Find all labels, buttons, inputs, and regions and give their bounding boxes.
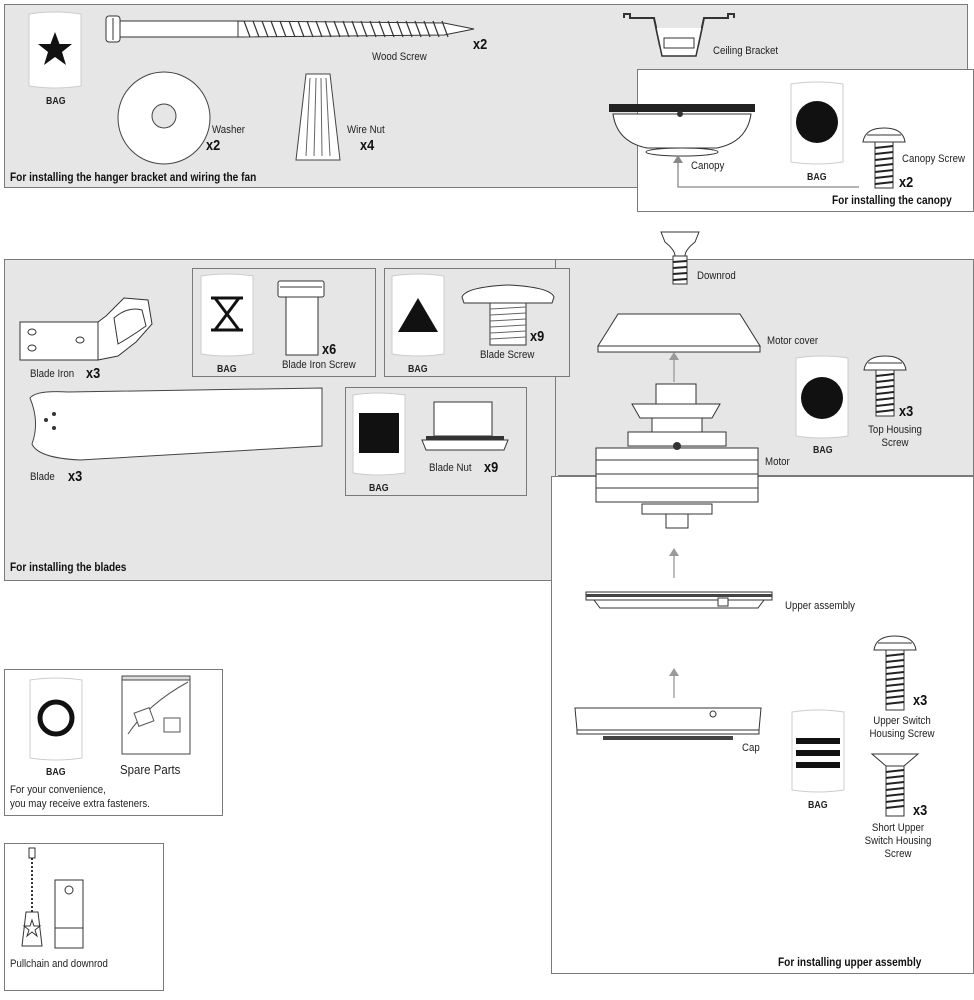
canopy-icon: [609, 104, 755, 157]
downrod-icon: [660, 231, 700, 285]
motor-lower-icon: [595, 473, 759, 529]
canopy-screw-label: Canopy Screw: [902, 153, 965, 165]
top-housing-screw-label-1: Top Housing: [868, 424, 922, 436]
wire-nut-label: Wire Nut: [347, 124, 385, 136]
wire-nut-icon: [295, 73, 341, 161]
blade-nut-label: Blade Nut: [429, 462, 472, 474]
upper-switch-housing-screw-qty: x3: [913, 692, 928, 709]
spare-parts-bag-icon: [121, 675, 191, 755]
upper-switch-housing-screw-label-1: Upper Switch: [873, 715, 931, 727]
blade-iron-icon: [19, 297, 153, 361]
cap-arrow-icon: [669, 668, 679, 698]
blade-nut-icon: [421, 401, 509, 451]
blade-iron-qty: x3: [86, 365, 101, 382]
motor-cover-label: Motor cover: [767, 335, 819, 347]
short-upper-switch-housing-screw-qty: x3: [913, 802, 928, 819]
top-housing-bag-label: BAG: [813, 445, 833, 456]
spare-bag-label: BAG: [46, 767, 66, 778]
blade-screw-qty: x9: [530, 328, 545, 345]
top-housing-screw-qty: x3: [899, 403, 914, 420]
short-upper-switch-housing-screw-icon: [870, 753, 920, 817]
wood-screw-icon: [105, 15, 475, 43]
cap-label: Cap: [742, 742, 760, 754]
motor-cover-arrow-icon: [669, 352, 679, 382]
spare-parts-label: Spare Parts: [120, 762, 181, 777]
upper-switch-housing-screw-icon: [873, 635, 917, 711]
canopy-arrow-icon: [673, 155, 859, 188]
short-upper-switch-housing-screw-label-3: Screw: [884, 848, 912, 860]
upper-assembly-panel-caption: For installing upper assembly: [778, 957, 922, 969]
wood-screw-qty: x2: [473, 36, 488, 53]
spare-note-line-2: you may receive extra fasteners.: [10, 798, 150, 810]
upper-switch-housing-screw-label-2: Housing Screw: [869, 728, 935, 740]
washer-label: Washer: [212, 124, 245, 136]
pullchain-label: Pullchain and downrod: [10, 958, 108, 970]
wood-screw-label: Wood Screw: [372, 51, 427, 63]
motor-label: Motor: [765, 456, 790, 468]
canopy-screw-icon: [862, 127, 906, 189]
upper-assembly-label: Upper assembly: [785, 600, 855, 612]
blade-iron-screw-label: Blade Iron Screw: [282, 359, 356, 371]
motor-cover-icon: [597, 313, 761, 353]
bag-triangle-icon: [391, 273, 445, 357]
upper-assembly-arrow-icon: [669, 548, 679, 578]
downrod-label: Downrod: [697, 270, 736, 282]
cap-icon: [574, 707, 762, 740]
panel-joint: [556, 260, 558, 580]
blade-qty: x3: [68, 468, 83, 485]
ceiling-bracket-icon: [623, 13, 735, 57]
top-housing-bag-circle-icon: [795, 355, 849, 439]
bag-star-icon: [28, 11, 82, 89]
short-upper-switch-housing-screw-label-2: Switch Housing: [864, 835, 932, 847]
blade-label: Blade: [30, 471, 55, 483]
canopy-panel-caption: For installing the canopy: [832, 195, 952, 207]
blade-screw-bag-label: BAG: [408, 364, 428, 375]
blade-screw-icon: [461, 284, 555, 346]
blade-iron-label: Blade Iron: [30, 368, 75, 380]
blade-icon: [29, 387, 323, 461]
blade-nut-qty: x9: [484, 459, 499, 476]
washer-qty: x2: [206, 137, 221, 154]
canopy-label: Canopy: [691, 160, 725, 172]
bag-square-icon: [352, 392, 406, 476]
blade-iron-screw-icon: [277, 280, 325, 356]
blades-panel-caption: For installing the blades: [10, 562, 127, 574]
spare-note-line-1: For your convenience,: [10, 784, 106, 796]
bag-label: BAG: [46, 96, 66, 107]
washer-icon: [117, 71, 211, 165]
downrod-cover-icon: [54, 879, 84, 949]
bag-hourglass-icon: [200, 273, 254, 357]
top-housing-screw-label-2: Screw: [881, 437, 909, 449]
bag-circle-icon: [790, 81, 844, 165]
top-housing-screw-icon: [863, 355, 907, 417]
hanger-panel-caption: For installing the hanger bracket and wi…: [10, 172, 257, 184]
canopy-screw-qty: x2: [899, 174, 914, 191]
bag-three-bars-icon: [791, 709, 845, 793]
canopy-bag-label: BAG: [807, 172, 827, 183]
upper-assembly-icon: [585, 591, 773, 609]
ceiling-bracket-label: Ceiling Bracket: [713, 45, 779, 57]
blade-nut-bag-label: BAG: [369, 483, 389, 494]
blade-iron-screw-bag-label: BAG: [217, 364, 237, 375]
blade-screw-label: Blade Screw: [480, 349, 535, 361]
bag-ring-icon: [29, 677, 83, 761]
upper-assembly-bag-label: BAG: [808, 800, 828, 811]
short-upper-switch-housing-screw-label-1: Short Upper: [871, 822, 925, 834]
pullchain-icon: [21, 847, 43, 947]
blade-iron-screw-qty: x6: [322, 341, 337, 358]
wire-nut-qty: x4: [360, 137, 375, 154]
